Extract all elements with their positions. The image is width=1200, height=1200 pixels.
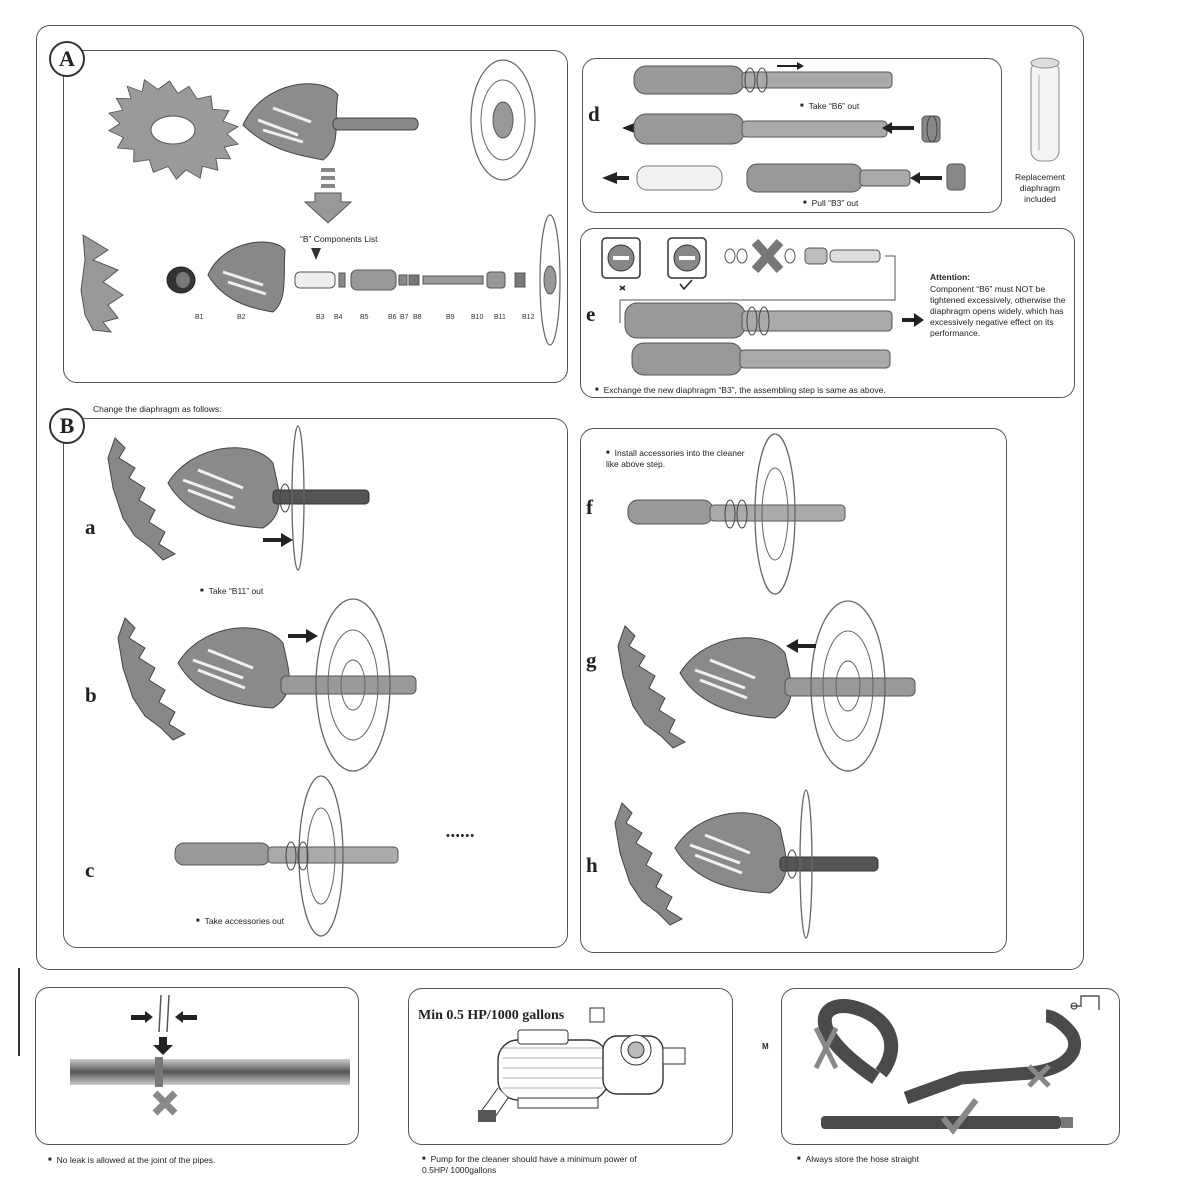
attention-title: Attention: — [930, 272, 971, 282]
part-label-b4: B4 — [334, 314, 343, 321]
step-c-caption: Take accessories out — [196, 916, 284, 927]
step-d-letter: d — [588, 102, 600, 126]
section-a-illustration — [80, 59, 561, 346]
replacement-diaphragm-icon — [1030, 57, 1060, 162]
section-fgh-illustration — [614, 433, 916, 939]
step-c-accessories — [174, 775, 399, 937]
step-d-caption-2: Pull “B3” out — [803, 198, 859, 209]
part-label-b2: B2 — [237, 314, 246, 321]
step-g-cleaner — [617, 600, 916, 772]
step-g-letter: g — [586, 648, 597, 672]
section-b-letter: B — [49, 408, 85, 444]
pump-caption: Pump for the cleaner should have a minim… — [422, 1154, 662, 1176]
part-label-b9: B9 — [446, 314, 455, 321]
down-arrow — [303, 168, 353, 224]
part-label-b12: B12 — [522, 314, 535, 321]
section-fgh-intro: Install accessories into the cleaner lik… — [606, 448, 746, 470]
leak-panel — [35, 987, 359, 1145]
leak-caption: No leak is allowed at the joint of the p… — [48, 1155, 216, 1166]
step-a-caption: Take “B11” out — [200, 586, 264, 597]
pump-title: Min 0.5 HP/1000 gallons — [418, 1008, 565, 1023]
hose-caption: Always store the hose straight — [797, 1154, 919, 1165]
ellipsis-dots: •••••• — [446, 830, 476, 842]
section-d-illustration — [602, 62, 966, 193]
part-label-b1: B1 — [195, 314, 204, 321]
float-disc-top — [470, 59, 536, 181]
section-fgh-panel — [580, 428, 1007, 953]
pump-panel — [408, 988, 733, 1145]
section-a-panel — [63, 50, 568, 383]
part-label-b7: B7 — [400, 314, 409, 321]
step-a-cleaner — [107, 425, 370, 571]
margin-line — [18, 968, 20, 1056]
section-e-illustration — [601, 237, 924, 376]
section-b-illustration — [107, 425, 417, 937]
hose-panel — [781, 988, 1120, 1145]
attention-text: Component “B6” must NOT be tightened exc… — [930, 284, 1066, 338]
hose-side-label: M — [762, 1042, 769, 1051]
step-f-accessories — [627, 433, 846, 595]
exploded-parts — [80, 214, 561, 346]
step-d-caption-1: Take “B6” out — [800, 101, 860, 112]
replacement-diaphragm-note: Replacement diaphragm included — [1014, 172, 1066, 204]
step-e-letter: e — [586, 302, 596, 326]
components-caption: “B” Components List — [300, 234, 378, 244]
part-label-b11: B11 — [494, 314, 506, 321]
step-h-cleaner — [614, 789, 879, 939]
section-b-panel — [63, 418, 568, 948]
gear-disc-top — [108, 78, 240, 180]
part-label-b6: B6 — [388, 314, 397, 321]
leak-illustration — [70, 994, 350, 1116]
part-label-b3: B3 — [316, 314, 325, 321]
step-e-caption: Exchange the new diaphragm “B3”, the ass… — [595, 385, 886, 396]
step-f-letter: f — [586, 495, 593, 519]
hose-illustration — [813, 995, 1100, 1135]
step-b-letter: b — [85, 683, 97, 707]
part-label-b5: B5 — [360, 314, 369, 321]
step-h-letter: h — [586, 853, 598, 877]
part-label-b10: B10 — [471, 314, 484, 321]
pump-illustration — [478, 1007, 686, 1122]
step-a-letter: a — [85, 515, 96, 539]
main-frame — [36, 25, 1084, 970]
part-label-b8: B8 — [413, 314, 422, 321]
step-b-cleaner — [117, 598, 417, 772]
section-e-panel — [580, 228, 1075, 398]
section-a-letter: A — [49, 41, 85, 77]
step-c-letter: c — [85, 858, 95, 882]
section-d-panel — [582, 58, 1002, 213]
cleaner-body-top — [242, 83, 419, 161]
section-b-intro: Change the diaphragm as follows: — [93, 404, 222, 414]
